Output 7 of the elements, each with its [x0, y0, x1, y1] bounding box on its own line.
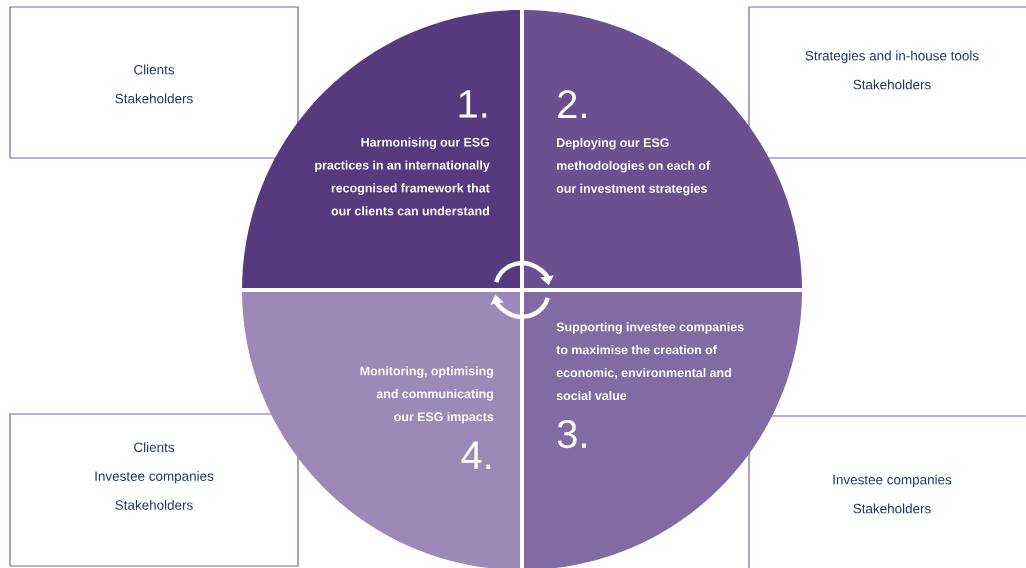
quadrant-sector: Monitoring, optimising and communicating our ESG impacts 4.	[242, 292, 520, 568]
quadrant-sector: Supporting investee companies to maximise the creation of economic, environmental and social value 3.	[524, 292, 802, 568]
text-box: Clients Investee companies Stakeholders	[9, 413, 299, 567]
quadrant-sector: 1. Harmonising our ESG practices in an internationally recognised framework that our clients can understand	[242, 10, 520, 288]
text-box: Clients Stakeholders	[9, 6, 299, 159]
text-box: Strategies and in-house tools Stakeholders	[748, 6, 1026, 159]
quadrant-sector: 2. Deploying our ESG methodologies on each of our investment strategies	[524, 10, 802, 288]
